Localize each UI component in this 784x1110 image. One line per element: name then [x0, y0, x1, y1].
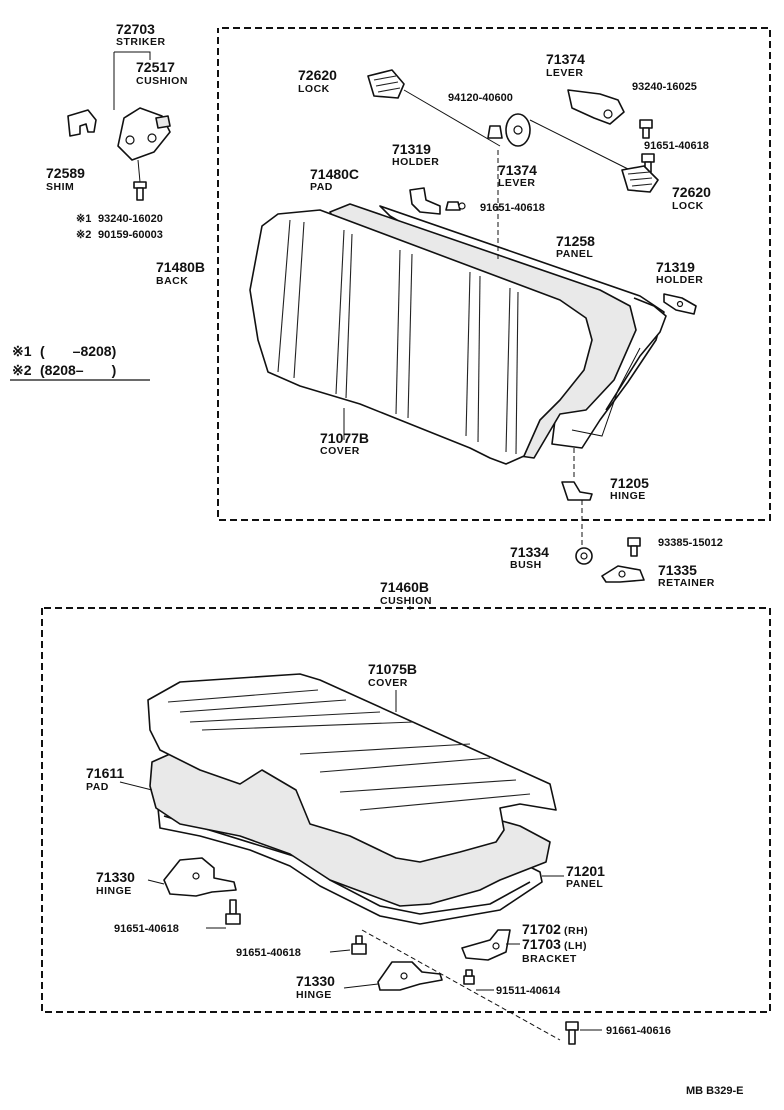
note1-mark: ※1 [12, 343, 32, 359]
back-name: BACK [156, 275, 188, 287]
lever-top-part [567, 89, 625, 125]
bracket-rh-number: 71702 [522, 921, 561, 937]
seat-back-cover-part [249, 209, 593, 465]
hinge-right-name: HINGE [296, 989, 332, 1001]
bolt-end-part [565, 1021, 579, 1045]
bolt-right-part [641, 153, 655, 173]
cover-cushion-number: 71075B [368, 661, 417, 677]
hinge-back-part [561, 448, 593, 550]
drawing-code: MB B329-E [686, 1085, 743, 1097]
cushion-group-boundary [41, 607, 771, 1013]
holder-right-part [663, 293, 697, 315]
lever-top-number: 71374 [546, 51, 585, 67]
retainer-name: RETAINER [658, 577, 715, 589]
cover-cushion-name: COVER [368, 677, 408, 689]
lever-top-name: LEVER [546, 67, 584, 79]
hinge-right-part [377, 961, 443, 991]
striker-cushion-part [155, 115, 171, 129]
holder-right-name: HOLDER [656, 274, 703, 286]
hinge-left-number: 71330 [96, 869, 135, 885]
bolt-bottom-code: 91651-40618 [236, 947, 301, 959]
lock-right-name: LOCK [672, 200, 704, 212]
cushion-number: 71460B [380, 579, 429, 595]
pad-cushion-name: PAD [86, 781, 109, 793]
bolt-top-part [639, 119, 653, 139]
note2-text: (8208– ) [40, 362, 116, 378]
bolt-right-code: 91651-40618 [644, 140, 709, 152]
bush-part [575, 547, 593, 565]
lever-mid-name: LEVER [498, 177, 536, 189]
bracket-name: BRACKET [522, 953, 577, 965]
lock-right-number: 72620 [672, 184, 711, 200]
cushion-s-name: CUSHION [136, 75, 188, 87]
lock-left-part [367, 69, 501, 147]
hinge-left-name: HINGE [96, 885, 132, 897]
striker-number: 72703 [116, 21, 155, 37]
back-number: 71480B [156, 259, 205, 275]
note2-mark: ※2 [12, 362, 32, 378]
bush-bolt-code: 93385-15012 [658, 537, 723, 549]
lock-right-part [621, 165, 659, 193]
pad-back-name: PAD [310, 181, 333, 193]
cushion-name: CUSHION [380, 595, 432, 607]
back-group-boundary [217, 27, 771, 521]
hinge-right-number: 71330 [296, 973, 335, 989]
panel-cushion-number: 71201 [566, 863, 605, 879]
panel-cushion-name: PANEL [566, 878, 603, 890]
bracket-lh-number: 71703 [522, 936, 561, 952]
screw-top-part [487, 125, 503, 139]
lever-mid-number: 71374 [498, 162, 537, 178]
striker-name: STRIKER [116, 36, 166, 48]
retainer-number: 71335 [658, 562, 697, 578]
bolt-top-code: 93240-16025 [632, 81, 697, 93]
bolt2-code: 90159-60003 [98, 229, 163, 241]
bolt-mid-part [445, 201, 466, 211]
bolt-bottom-part [351, 929, 561, 1041]
holder-left-number: 71319 [392, 141, 431, 157]
lock-left-number: 72620 [298, 67, 337, 83]
screw-top-code: 94120-40600 [448, 92, 513, 104]
bolt-bracket-part [463, 969, 475, 985]
panel-back-number: 71258 [556, 233, 595, 249]
cover-back-name: COVER [320, 445, 360, 457]
holder-right-number: 71319 [656, 259, 695, 275]
bolt-hinge-left-code: 91651-40618 [114, 923, 179, 935]
bolt-mid-code: 91651-40618 [480, 202, 545, 214]
bracket-lh: (LH) [564, 940, 587, 952]
bush-bolt-part [627, 537, 641, 557]
shim-part [67, 109, 97, 137]
bracket-rh: (RH) [564, 925, 588, 937]
bolt-end-code: 91661-40616 [606, 1025, 671, 1037]
cushion-cover-part [147, 673, 557, 863]
bolt2-mark: ※2 [76, 229, 91, 241]
panel-back-name: PANEL [556, 248, 593, 260]
pad-back-number: 71480C [310, 166, 359, 182]
hinge-back-number: 71205 [610, 475, 649, 491]
note1-text: ( –8208) [40, 343, 116, 359]
bolt1-code: 93240-16020 [98, 213, 163, 225]
shim-number: 72589 [46, 165, 85, 181]
pad-cushion-number: 71611 [86, 765, 124, 781]
hinge-left-part [147, 857, 237, 897]
bracket-part [461, 929, 511, 961]
lock-left-name: LOCK [298, 83, 330, 95]
cushion-s-number: 72517 [136, 59, 175, 75]
bolt-bracket-code: 91511-40614 [496, 985, 561, 997]
bush-number: 71334 [510, 544, 549, 560]
bolt1-mark: ※1 [76, 213, 91, 225]
bush-name: BUSH [510, 559, 542, 571]
striker-bolt-part [133, 159, 147, 201]
bolt-hinge-left-part [225, 899, 241, 925]
retainer-part [601, 565, 645, 583]
cover-back-number: 71077B [320, 430, 369, 446]
lever-mid-part [497, 113, 631, 260]
holder-left-part [409, 187, 441, 215]
shim-name: SHIM [46, 181, 74, 193]
holder-left-name: HOLDER [392, 156, 439, 168]
hinge-back-name: HINGE [610, 490, 646, 502]
